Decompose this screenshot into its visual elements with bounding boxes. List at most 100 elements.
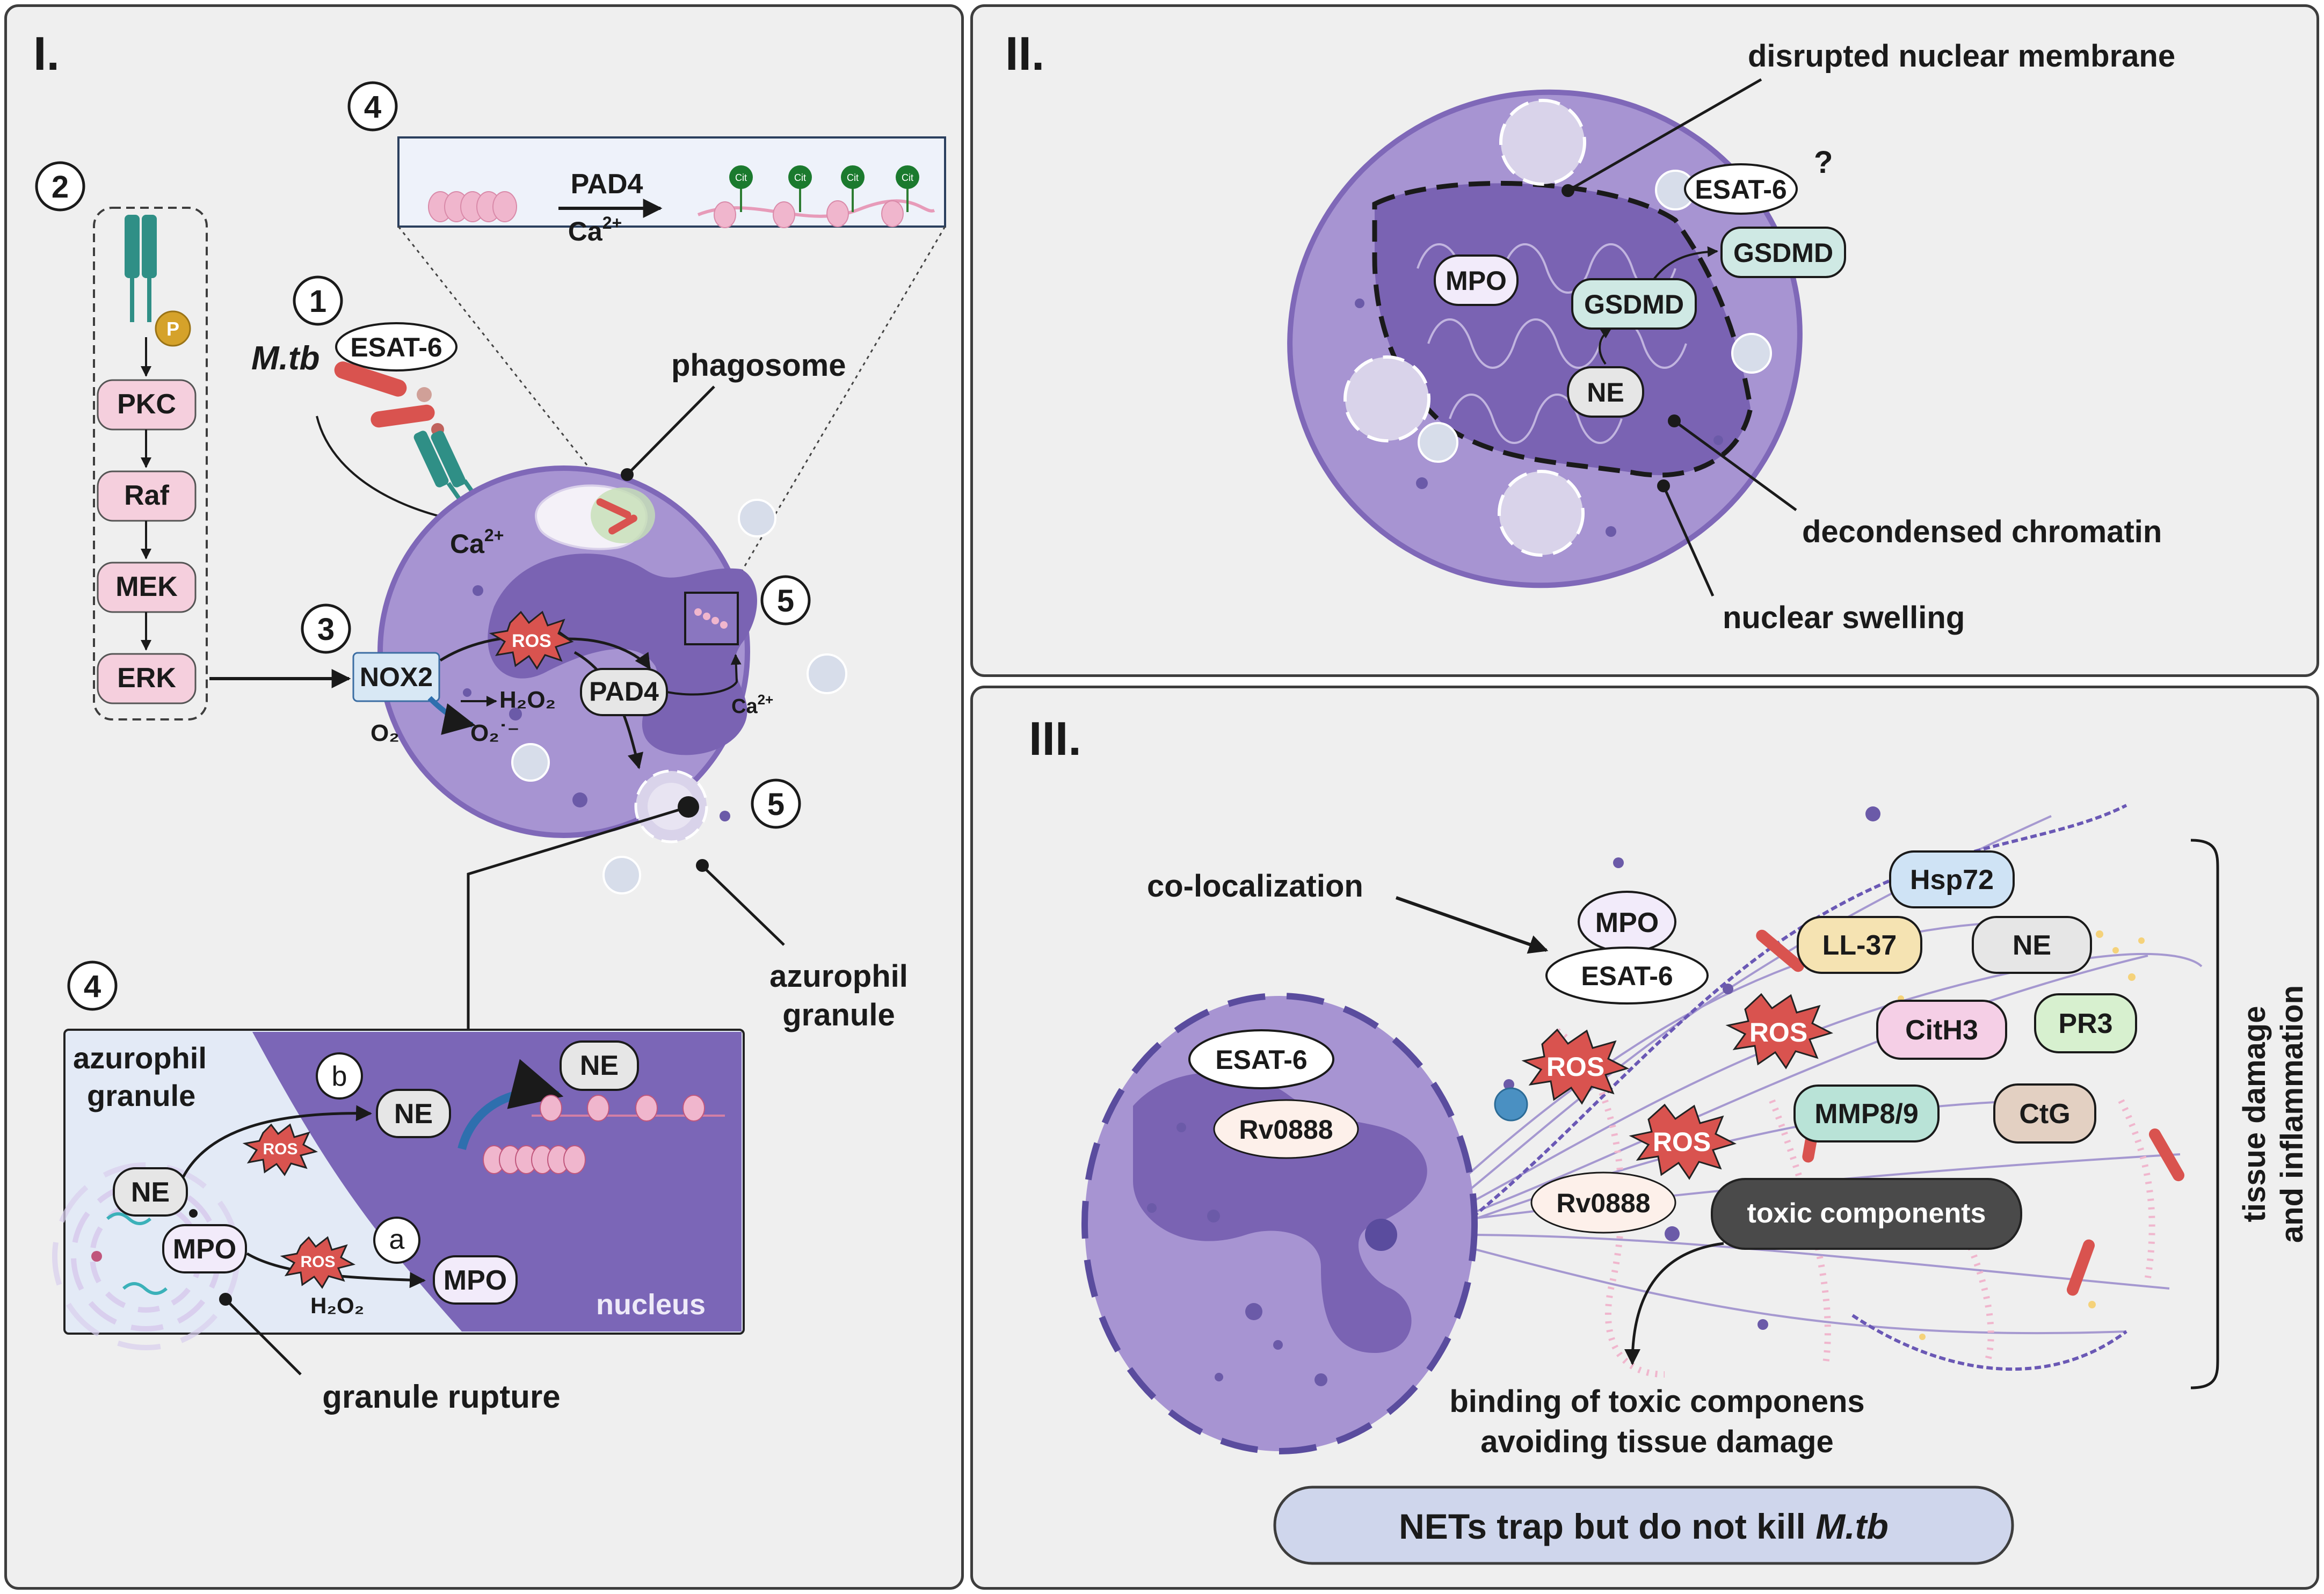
panel-III-label: III. — [1029, 712, 1081, 765]
step-5-badge-top — [347, 81, 398, 132]
phosphate-label: P — [166, 318, 179, 340]
cit-icon-4 — [896, 165, 919, 189]
mpo-box-p2 — [1434, 254, 1519, 306]
panel-II-label: II. — [1005, 27, 1044, 80]
ros-burst-p1-main — [489, 610, 574, 670]
ne-box-p2 — [1567, 366, 1644, 418]
decondensed-label: decondensed chromatin — [1802, 514, 2162, 549]
mmp-label: MMP8/9 — [1814, 1098, 1919, 1130]
mpo-label-p2: MPO — [1446, 266, 1507, 296]
mpo-label-granule: MPO — [173, 1234, 236, 1265]
esat6-oval-cell — [1188, 1029, 1334, 1089]
azurophil-granule-label-line1: azurophil — [769, 959, 908, 994]
ca-label-pad4: Ca2+ — [731, 692, 773, 718]
ne-label-p3: NE — [2013, 930, 2051, 961]
esat6-oval-p3 — [1545, 947, 1709, 1005]
ctg-label: CtG — [2019, 1098, 2070, 1130]
cit-icon-1 — [729, 165, 753, 189]
erk-label: ERK — [117, 663, 176, 694]
mek-label: MEK — [115, 571, 178, 602]
azurophil-granule-label-line2: granule — [782, 998, 895, 1032]
ros-label-a: ROS — [300, 1253, 335, 1271]
mpo-label-a: MPO — [444, 1265, 507, 1296]
cit-icon-3 — [841, 165, 865, 189]
step-2-badge — [35, 161, 85, 212]
ne-box-p3 — [1972, 916, 2092, 974]
receptor-icon: P — [125, 215, 191, 347]
cit-label-2: Cit — [794, 172, 806, 183]
cit-label-4: Cit — [902, 172, 913, 183]
esat6-label-p2: ESAT-6 — [1695, 174, 1786, 205]
hsp72-box — [1889, 850, 2015, 908]
nets-banner — [1273, 1486, 2014, 1565]
mpo-box-a — [433, 1255, 518, 1305]
esat6-oval-p2 — [1684, 163, 1798, 215]
nuclear-swelling-label: nuclear swelling — [1723, 600, 1965, 635]
nucleus-label: nucleus — [596, 1289, 706, 1321]
gsdmd-label-inner: GSDMD — [1584, 289, 1684, 319]
ros-burst-b — [242, 1123, 318, 1176]
ne-box-granule — [113, 1167, 188, 1217]
mpo-box-granule — [162, 1224, 247, 1273]
gsdmd-box-inner — [1571, 278, 1697, 330]
ros-label-p3-2: ROS — [1749, 1017, 1807, 1047]
net-fibers — [1449, 804, 2203, 1378]
cith3-box — [1876, 1000, 2007, 1060]
ros-burst-p3-2 — [1725, 993, 1833, 1069]
h2o2-label-a: H₂O₂ — [310, 1293, 364, 1318]
mmp-box — [1793, 1084, 1940, 1142]
ll37-box — [1797, 916, 1922, 974]
erk-box — [97, 653, 197, 704]
neutrophil-cell-II — [1287, 89, 1803, 588]
mpo-label-p3: MPO — [1595, 907, 1659, 938]
toxic-components-label: toxic components — [1747, 1198, 1986, 1229]
citrullinated-histones: Cit Cit Cit Cit — [714, 165, 919, 228]
o2-minus-label: O₂˙⁻ — [470, 720, 520, 746]
nox2-label: NOX2 — [360, 662, 433, 692]
esat6-label-p3: ESAT-6 — [1581, 961, 1673, 991]
pkc-label: PKC — [117, 389, 176, 420]
esat6-label-cell: ESAT-6 — [1215, 1045, 1307, 1075]
ros-label-p3-1: ROS — [1546, 1052, 1604, 1082]
phosphate-badge — [155, 310, 191, 347]
step-3-badge — [301, 603, 351, 654]
ctg-box — [1993, 1083, 2096, 1144]
binding-label-line1: binding of toxic componens — [1449, 1384, 1864, 1419]
ros-burst-p3-1 — [1521, 1028, 1629, 1105]
ll37-label: LL-37 — [1822, 930, 1897, 961]
cith3-label: CitH3 — [1905, 1015, 1978, 1046]
ne-label-p2: NE — [1587, 377, 1624, 407]
step-b-badge — [316, 1052, 363, 1100]
esat6-label-p1: ESAT-6 — [350, 332, 442, 362]
rv0888-oval-cell — [1213, 1099, 1359, 1159]
inset-azurophil-label-line2: granule — [87, 1079, 195, 1112]
gsdmd-box-outer — [1720, 227, 1846, 278]
ne-label-b: NE — [394, 1098, 433, 1130]
ca-label-cell: Ca2+ — [450, 526, 504, 559]
binding-label-line2: avoiding tissue damage — [1480, 1424, 1834, 1459]
neutrophil-cell-III — [1081, 993, 1478, 1454]
panel-I-label: I. — [33, 27, 60, 80]
ne-box-b — [376, 1089, 451, 1138]
pad4-citrullination-inset: PAD4 Ca2+ Cit Cit Cit Cit — [397, 136, 946, 246]
ne-box-top — [560, 1040, 639, 1091]
mtb-label: M.tb — [251, 340, 319, 377]
neutrophil-cell-I — [377, 465, 847, 894]
gsdmd-label-outer: GSDMD — [1733, 238, 1833, 268]
pr3-label: PR3 — [2058, 1008, 2112, 1039]
ne-label-top: NE — [580, 1050, 619, 1081]
pad4-arrow-label: PAD4 — [571, 169, 643, 200]
rv0888-label-net: Rv0888 — [1556, 1188, 1650, 1218]
ros-label-p3-3: ROS — [1653, 1127, 1711, 1157]
step-4-badge-inset — [67, 960, 118, 1011]
inset-azurophil-label-line1: azurophil — [73, 1041, 207, 1075]
phagosome-label: phagosome — [671, 348, 846, 383]
pad4-label: PAD4 — [589, 676, 659, 707]
step-3-number: 3 — [317, 612, 335, 647]
cit-icon-2 — [788, 165, 812, 189]
o2-label: O₂ — [371, 720, 400, 746]
step-5-number-mid: 5 — [777, 584, 794, 618]
ne-label-granule: NE — [131, 1177, 170, 1208]
nox2-box — [352, 652, 440, 702]
